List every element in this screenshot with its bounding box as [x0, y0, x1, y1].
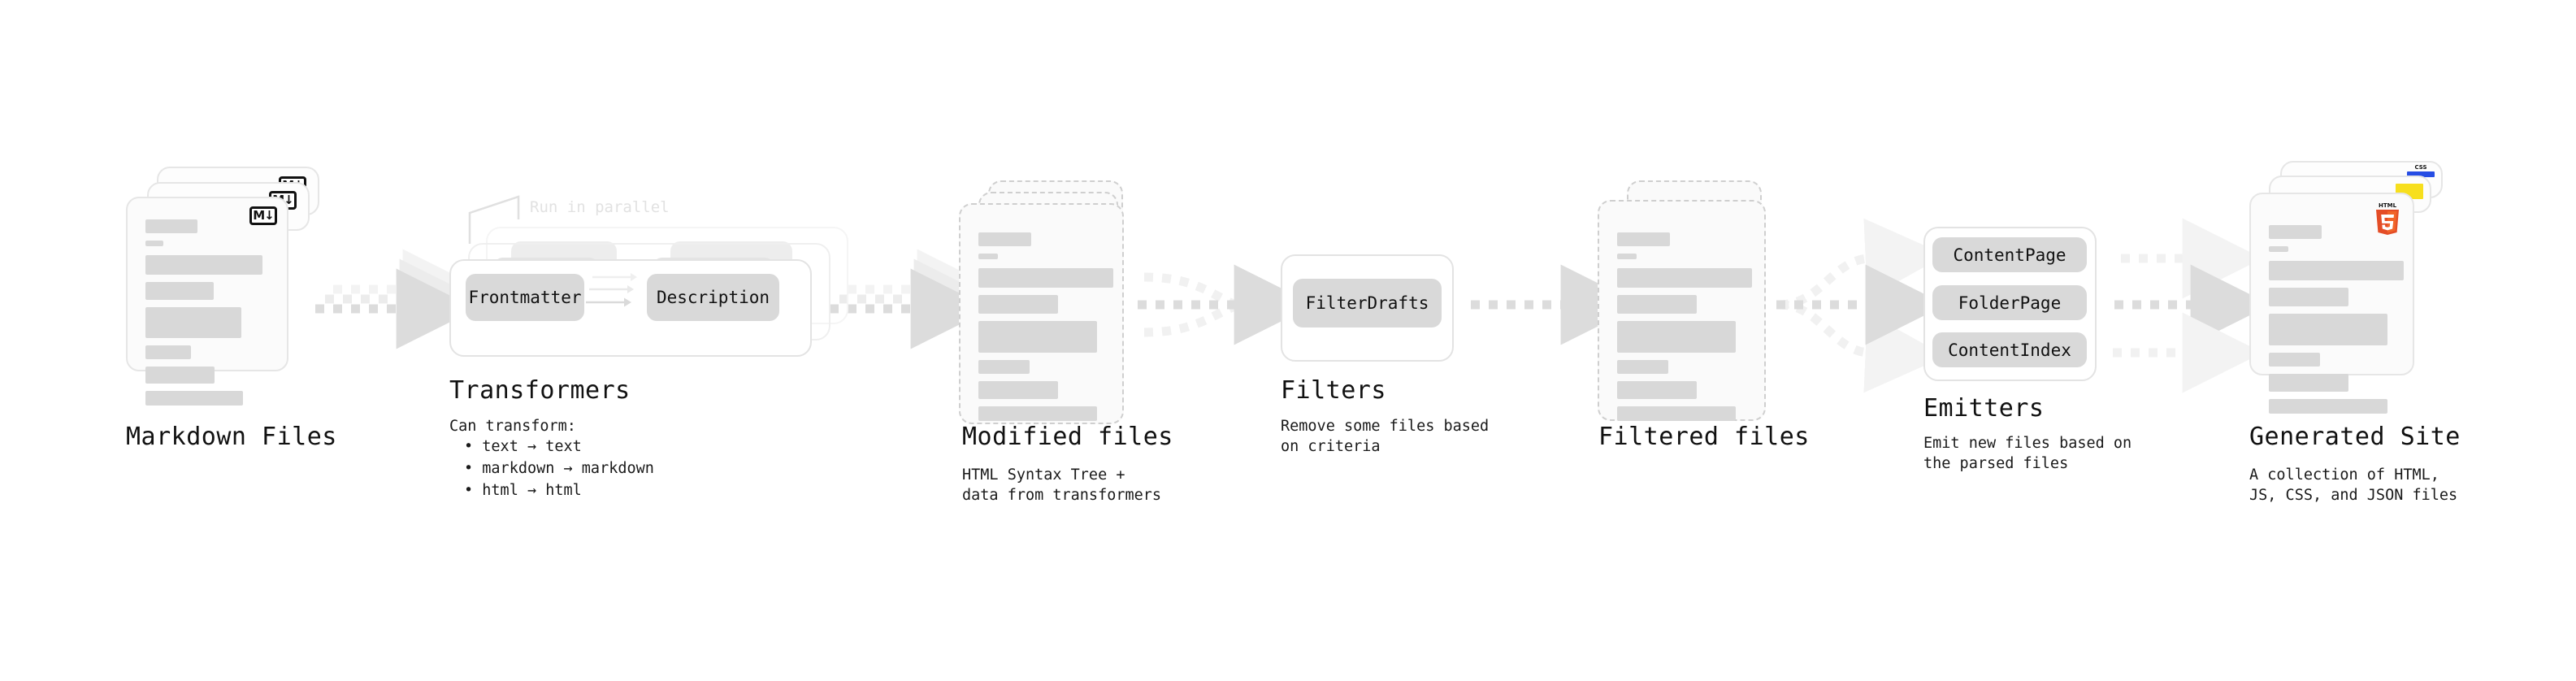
bar — [2269, 288, 2348, 306]
bar — [2269, 399, 2387, 414]
run-in-parallel-label: Run in parallel — [530, 198, 670, 216]
transformers-caption: Transformers — [449, 376, 631, 405]
bar — [1617, 321, 1736, 353]
filtered-file-bars — [1617, 232, 1752, 428]
filters-description: Remove some files based on criteria — [1281, 418, 1490, 455]
emitters-pill-contentpage[interactable]: ContentPage — [1932, 237, 2087, 272]
bar — [2269, 261, 2404, 280]
bar — [1617, 295, 1697, 314]
html5-badge: HTML — [2373, 201, 2402, 238]
markdown-badge-front-glyph: M↓ — [249, 206, 277, 225]
bar — [145, 307, 241, 338]
bar — [1617, 232, 1670, 246]
bar — [145, 345, 191, 359]
transformer-pill-description[interactable]: Description — [647, 274, 779, 321]
bar — [978, 360, 1030, 374]
emitters-description: Emit new files based on the parsed files — [1923, 435, 2132, 472]
connector-modified-to-filters — [1138, 264, 1315, 345]
filtered-file-card-front — [1598, 200, 1766, 421]
markdown-badge-front: M↓ — [249, 206, 277, 225]
svg-text:HTML: HTML — [2379, 202, 2397, 209]
bar — [2269, 353, 2320, 367]
emitters-caption: Emitters — [1923, 394, 2045, 423]
modified-file-bars — [978, 232, 1113, 428]
bar — [145, 255, 262, 275]
bar — [978, 321, 1097, 353]
bar — [978, 254, 998, 259]
modified-file-card-front — [959, 203, 1124, 424]
transformers-description: Can transform: — [449, 418, 576, 435]
bar — [1617, 360, 1668, 374]
bar — [978, 268, 1113, 288]
bar — [145, 367, 215, 384]
filters-pill-filterdrafts[interactable]: FilterDrafts — [1293, 279, 1442, 327]
filters-caption: Filters — [1281, 376, 1386, 405]
bar — [145, 219, 197, 233]
emitters-pill-contentindex[interactable]: ContentIndex — [1932, 332, 2087, 367]
emitters-pill-folderpage[interactable]: FolderPage — [1932, 285, 2087, 320]
connector-emitters-to-site — [2113, 218, 2271, 393]
filtered-files-caption: Filtered files — [1598, 423, 1810, 451]
bar — [2269, 374, 2348, 392]
bar — [978, 381, 1058, 399]
bar — [1617, 406, 1736, 421]
bar — [2269, 314, 2387, 345]
bar — [1617, 254, 1637, 259]
modified-files-description: HTML Syntax Tree + data from transformer… — [962, 466, 1162, 504]
connector-md-to-transformers — [315, 249, 484, 349]
bar — [1617, 268, 1752, 288]
connector-filtered-to-emitters — [1776, 218, 1946, 393]
transformers-bullet-0: • text → text — [464, 438, 582, 455]
markdown-file-card-front — [126, 197, 288, 406]
bar — [145, 282, 214, 300]
generated-site-description: A collection of HTML, JS, CSS, and JSON … — [2249, 466, 2458, 504]
modified-files-caption: Modified files — [962, 423, 1173, 451]
html5-badge-shield: HTML — [2376, 202, 2399, 235]
transformers-bullet-1: • markdown → markdown — [464, 460, 654, 477]
bar — [2269, 246, 2288, 252]
bar — [1617, 381, 1697, 399]
generated-site-caption: Generated Site — [2249, 423, 2461, 451]
bar — [2269, 225, 2322, 239]
bar — [978, 232, 1031, 246]
css-badge-bar — [2407, 164, 2435, 177]
transformer-pill-frontmatter[interactable]: Frontmatter — [466, 274, 584, 321]
bar — [978, 295, 1058, 314]
css-badge — [2407, 164, 2435, 177]
bar — [145, 391, 243, 406]
bar — [978, 406, 1097, 421]
generated-file-bars — [2269, 225, 2404, 421]
markdown-files-caption: Markdown Files — [126, 423, 337, 451]
bar — [145, 241, 163, 246]
markdown-file-bars — [145, 219, 271, 413]
transformers-bullet-2: • html → html — [464, 482, 582, 499]
